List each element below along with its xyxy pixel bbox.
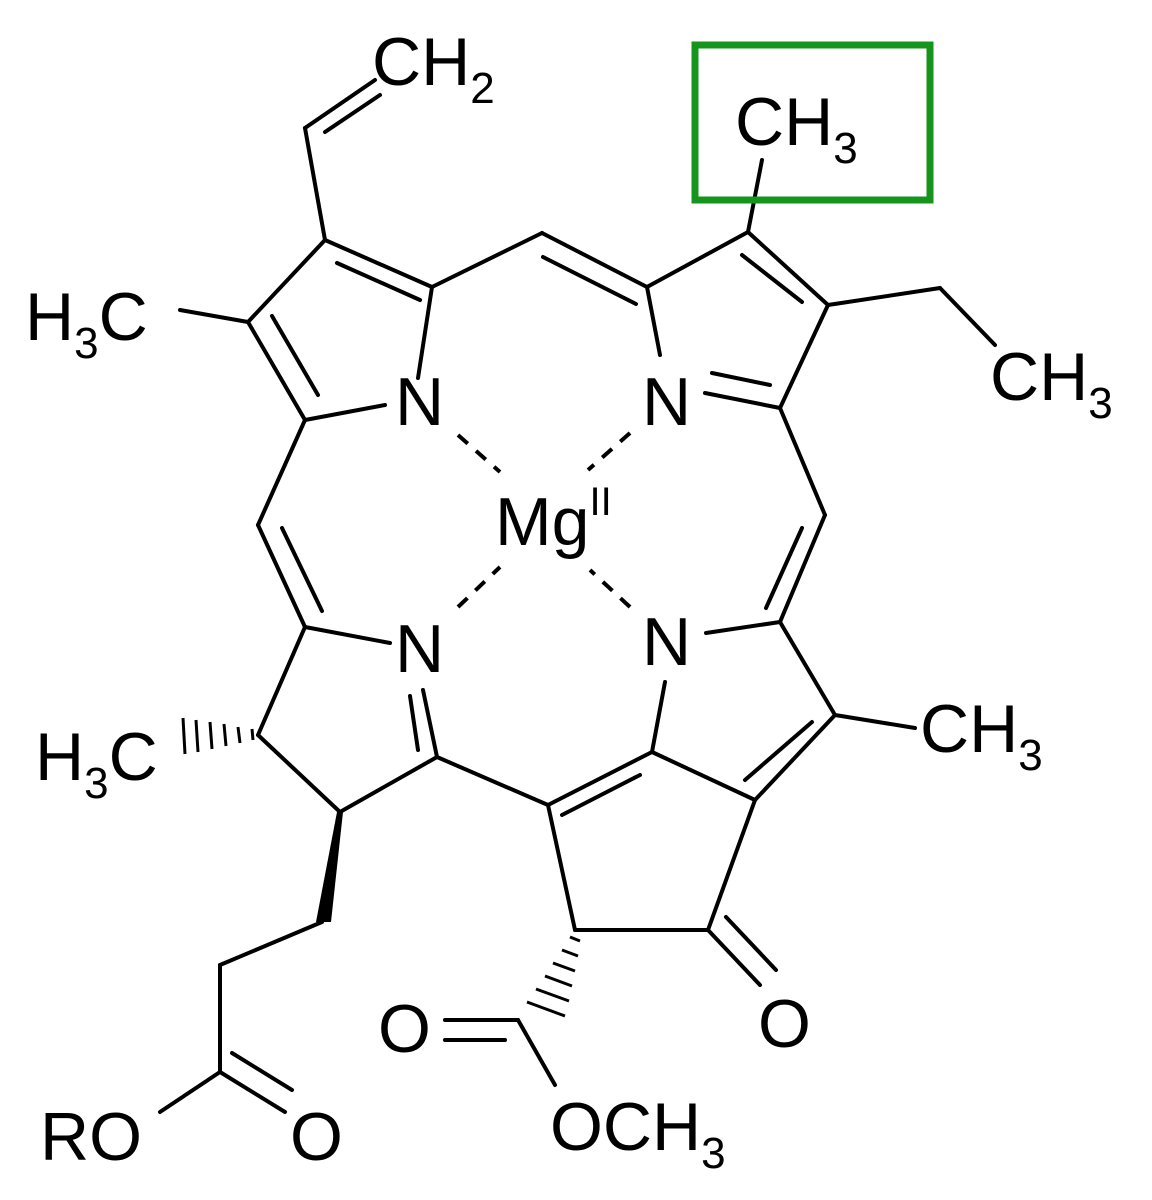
ring-a-methyl-bond <box>178 308 250 324</box>
hashed-wedge-methyl <box>181 717 255 755</box>
ring-c <box>650 620 837 802</box>
ring-a <box>246 238 434 422</box>
och3-label: OCH3 <box>550 1089 726 1178</box>
n-top-left-label: N <box>395 364 444 440</box>
ch3-right-label: CH3 <box>920 691 1043 780</box>
ring-c-methyl-bond <box>833 713 917 730</box>
h3c-top-left-label: H3C <box>25 279 148 368</box>
o-propionate-label: O <box>290 1099 343 1175</box>
ro-label: RO <box>40 1099 142 1175</box>
meso-bridges <box>256 231 827 629</box>
vinyl-ch2-label: CH2 <box>372 24 495 113</box>
ring-b <box>645 230 830 410</box>
h3c-bottom-left-label: H3C <box>35 719 158 808</box>
solid-wedge <box>316 812 343 922</box>
ethyl-group <box>826 286 997 347</box>
ring-e <box>546 750 778 987</box>
ring-b-methyl-bond <box>746 158 764 234</box>
methyl-ester <box>443 1018 557 1087</box>
metal-label: MgII <box>495 480 612 560</box>
ch3-ethyl-label: CH3 <box>990 339 1113 428</box>
o-ketone-label: O <box>758 986 811 1062</box>
ch3-highlighted-label: CH3 <box>735 84 858 173</box>
n-bottom-left-label: N <box>395 611 444 687</box>
propionate-chain <box>158 920 324 1114</box>
coordination-bonds <box>456 431 632 609</box>
ring-d <box>256 625 550 814</box>
hashed-wedge-ester <box>526 935 581 1018</box>
highlight-box <box>691 41 934 204</box>
n-bottom-right-label: N <box>642 604 691 680</box>
n-top-right-label: N <box>642 364 691 440</box>
vinyl-group <box>303 78 382 242</box>
o-ester-carbonyl-label: O <box>378 991 431 1067</box>
